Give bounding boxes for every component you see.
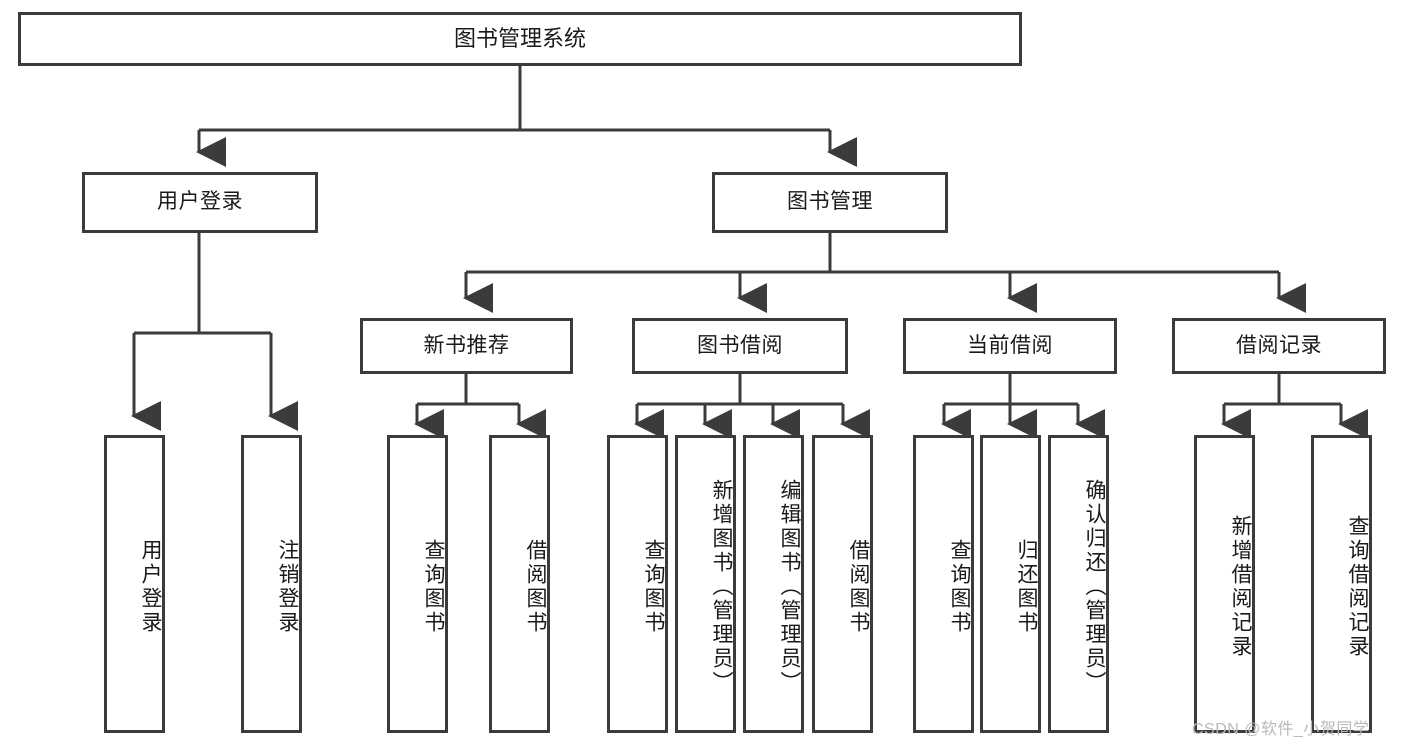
node-book-management[interactable]: 图书管理: [712, 172, 948, 233]
node-label: 查询图书: [948, 539, 971, 635]
leaf-confirm-return-admin[interactable]: 确认归还（管理员）: [1048, 435, 1109, 733]
node-label: 新增借阅记录: [1229, 515, 1252, 659]
node-book-management-system[interactable]: 图书管理系统: [18, 12, 1022, 66]
leaf-query-borrow-record[interactable]: 查询借阅记录: [1311, 435, 1372, 733]
node-borrow-record[interactable]: 借阅记录: [1172, 318, 1386, 374]
node-label: 借阅图书: [524, 539, 547, 635]
leaf-edit-book-admin[interactable]: 编辑图书（管理员）: [743, 435, 804, 733]
node-label: 图书管理: [787, 190, 873, 214]
leaf-return-book[interactable]: 归还图书: [980, 435, 1041, 733]
node-label: 借阅图书: [847, 539, 870, 635]
leaf-query-book-recommend[interactable]: 查询图书: [387, 435, 448, 733]
node-label: 用户登录: [139, 539, 162, 635]
leaf-borrow-book-recommend[interactable]: 借阅图书: [489, 435, 550, 733]
leaf-add-borrow-record[interactable]: 新增借阅记录: [1194, 435, 1255, 733]
node-label: 编辑图书（管理员）: [778, 479, 801, 695]
node-label: 图书管理系统: [453, 26, 586, 52]
node-label: 借阅记录: [1236, 333, 1322, 357]
leaf-query-book-current[interactable]: 查询图书: [913, 435, 974, 733]
node-new-book-recommend[interactable]: 新书推荐: [360, 318, 573, 374]
node-label: 注销登录: [276, 539, 299, 635]
leaf-query-book-borrow[interactable]: 查询图书: [607, 435, 668, 733]
node-label: 查询图书: [422, 539, 445, 635]
node-book-borrow[interactable]: 图书借阅: [632, 318, 848, 374]
leaf-add-book-admin[interactable]: 新增图书（管理员）: [675, 435, 736, 733]
node-label: 归还图书: [1015, 539, 1038, 635]
leaf-borrow-book-borrow[interactable]: 借阅图书: [812, 435, 873, 733]
csdn-watermark: CSDN @软件_小贺同学: [1192, 721, 1370, 738]
node-user-login[interactable]: 用户登录: [82, 172, 318, 233]
node-label: 查询图书: [642, 539, 665, 635]
node-label: 图书借阅: [697, 333, 783, 357]
leaf-logout-login[interactable]: 注销登录: [241, 435, 302, 733]
node-label: 新增图书（管理员）: [710, 479, 733, 695]
node-label: 新书推荐: [423, 333, 510, 357]
node-label: 用户登录: [157, 190, 243, 214]
node-label: 当前借阅: [967, 333, 1053, 357]
node-current-borrow[interactable]: 当前借阅: [903, 318, 1117, 374]
leaf-user-login[interactable]: 用户登录: [104, 435, 165, 733]
node-label: 查询借阅记录: [1346, 515, 1369, 659]
node-label: 确认归还（管理员）: [1083, 479, 1106, 695]
